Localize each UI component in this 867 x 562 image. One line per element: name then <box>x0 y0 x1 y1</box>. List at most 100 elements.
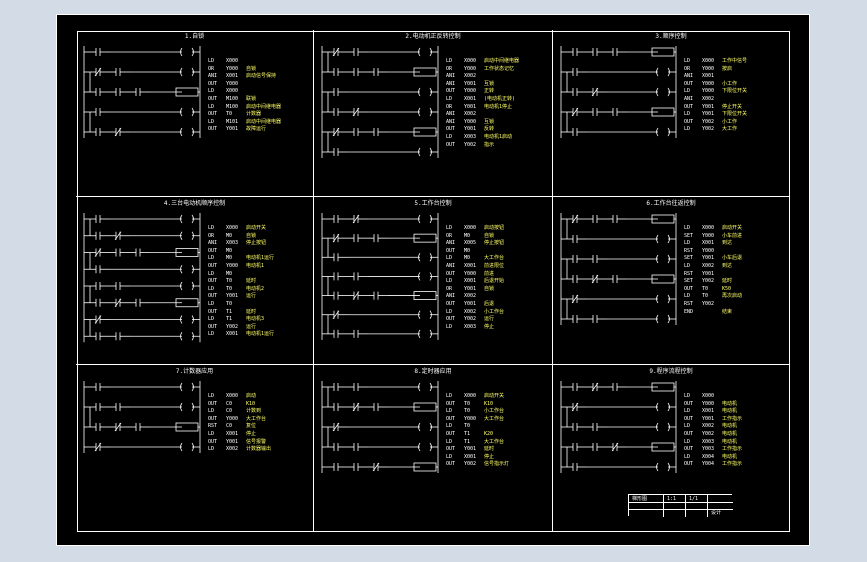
instruction-comment: K10 <box>484 400 494 407</box>
coil-arc <box>418 329 432 339</box>
nc-contact-symbol <box>328 127 344 137</box>
instruction-comment: 电动机 <box>722 453 738 460</box>
instruction-comment: 工作状态记忆 <box>484 65 515 72</box>
instruction-operand: X001 <box>702 73 715 80</box>
instruction-opcode: OUT <box>446 300 456 307</box>
instruction-opcode: ANI <box>446 73 456 80</box>
no-contact-symbol <box>368 128 384 136</box>
no-contact-symbol <box>587 443 603 451</box>
instruction-operand: X002 <box>226 446 239 453</box>
contact-slash <box>94 315 102 324</box>
coil-arc <box>180 107 194 117</box>
instruction-comment: 启动中间继电器 <box>246 103 282 110</box>
coil-arc <box>656 402 670 412</box>
coil-arc <box>418 382 432 392</box>
instruction-comment: 运行 <box>484 316 495 323</box>
instruction-operand: X000 <box>226 225 239 231</box>
no-contact-symbol <box>90 403 106 411</box>
instruction-operand: Y000 <box>464 88 477 95</box>
coil-arc <box>180 281 194 291</box>
coil-symbol <box>180 265 194 274</box>
instruction-comment: 停止 <box>246 430 257 437</box>
instruction-opcode: OUT <box>446 461 456 468</box>
instruction-operand: X000 <box>702 58 715 64</box>
coil-symbol <box>180 442 194 452</box>
coil-symbol <box>418 147 432 157</box>
instruction-opcode: OUT <box>208 262 218 269</box>
no-contact-symbol <box>348 383 364 391</box>
instruction-operand: T0 <box>702 285 709 292</box>
instruction-operand: X003 <box>702 438 715 445</box>
coil-symbol <box>180 332 194 341</box>
no-contact-symbol <box>328 215 344 223</box>
instruction-opcode: LD <box>208 331 215 338</box>
coil-symbol <box>418 87 432 97</box>
instruction-operand: X002 <box>464 111 477 118</box>
ladder-diagram <box>321 213 439 340</box>
coil-arc <box>418 87 432 97</box>
instruction-operand: T1 <box>226 308 233 315</box>
instruction-operand: Y000 <box>702 65 715 72</box>
ladder-diagram <box>321 381 439 473</box>
instruction-opcode: SET <box>684 232 694 239</box>
coil-symbol <box>180 281 194 291</box>
title-block-drawing-name: 梯形图 <box>632 496 648 502</box>
instruction-operand: X000 <box>702 225 715 231</box>
drawing-sheet <box>56 14 810 546</box>
coil-symbol <box>418 442 432 452</box>
instruction-operand: Y000 <box>702 232 715 239</box>
no-contact-symbol <box>328 253 344 262</box>
instruction-comment: 电动机1停止 <box>484 103 513 110</box>
instruction-operand: T0 <box>464 408 471 415</box>
coil-arc <box>180 315 194 324</box>
coil-arc <box>180 265 194 274</box>
no-contact-symbol <box>328 403 344 411</box>
contact-slash <box>114 422 122 432</box>
instruction-comment: 自锁 <box>484 232 495 239</box>
instruction-comment: 自锁 <box>246 65 257 72</box>
instruction-operand: X002 <box>464 293 477 300</box>
instruction-opcode: LD <box>446 95 453 102</box>
instruction-comment: 延时 <box>246 308 257 315</box>
instruction-comment: 电动机2 <box>246 285 265 292</box>
no-contact-symbol <box>348 272 364 281</box>
nc-contact-symbol <box>328 310 344 319</box>
coil-arc <box>656 234 670 244</box>
coil-symbol <box>418 214 432 224</box>
contact-slash <box>591 382 599 392</box>
instruction-opcode: OUT <box>208 438 218 445</box>
instruction-opcode: LD <box>684 393 691 399</box>
instruction-operand: M0 <box>226 270 233 277</box>
no-contact-symbol <box>607 215 623 223</box>
no-contact-symbol <box>90 108 106 116</box>
instruction-operand: C0 <box>226 400 233 407</box>
instruction-operand: Y001 <box>464 103 477 110</box>
coil-arc <box>180 231 194 240</box>
instruction-opcode: ANI <box>446 262 456 269</box>
instruction-operand: M0 <box>226 247 233 254</box>
nc-contact-symbol <box>348 402 364 412</box>
instruction-comment: 延时 <box>484 446 495 453</box>
instruction-comment: 电动机1运行 <box>246 331 275 338</box>
no-contact-symbol <box>130 248 146 257</box>
